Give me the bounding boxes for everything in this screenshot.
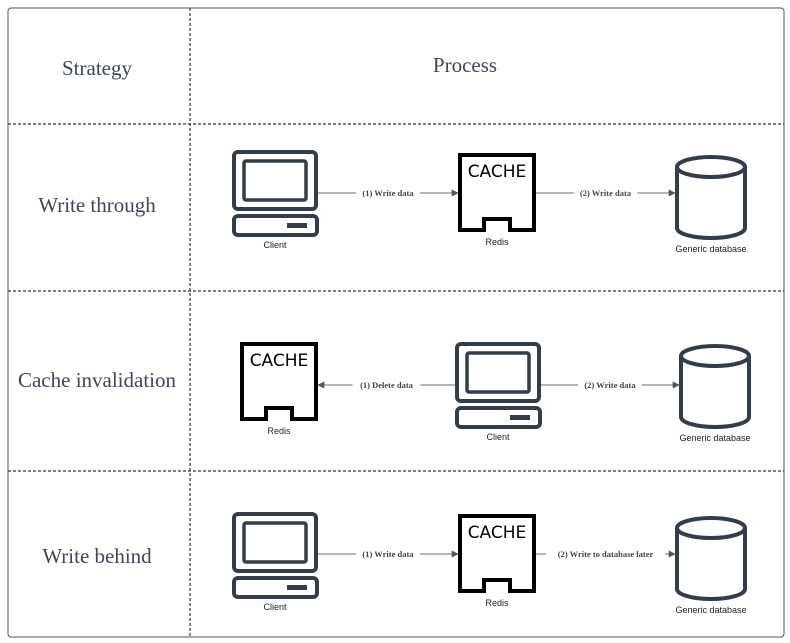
edge-label-bg: [352, 379, 421, 390]
database-icon: [675, 516, 747, 601]
strategy-label: Cache invalidation: [18, 368, 177, 392]
client-icon: [232, 150, 319, 237]
node-label: Redis: [485, 598, 509, 608]
node-label: Client: [263, 240, 287, 250]
edge-label-bg: [573, 187, 638, 198]
edge-label: (2) Write to database later: [558, 549, 654, 559]
node-label: Generic database: [675, 244, 746, 254]
edge-label: (2) Write data: [580, 188, 632, 198]
node-label: Generic database: [679, 433, 750, 443]
edge-label: (2) Write data: [584, 380, 636, 390]
cache-icon-text: CACHE: [250, 351, 309, 371]
cache-icon: CACHE: [240, 342, 318, 421]
edge-label: (1) Write data: [362, 188, 414, 198]
cache-icon: CACHE: [458, 514, 536, 593]
header-strategy: Strategy: [62, 56, 132, 80]
edge-label-bg: [356, 548, 420, 559]
client-icon: [232, 512, 319, 599]
edge-label-bg: [578, 379, 642, 390]
node-label: Client: [263, 602, 287, 612]
node-label: Redis: [485, 237, 509, 247]
edge-label: (1) Write data: [362, 549, 414, 559]
node-label: Client: [486, 432, 510, 442]
edge-label-bg: [546, 548, 665, 559]
table-frame: [7, 7, 785, 638]
node-label: Redis: [267, 426, 291, 436]
strategy-label: Write through: [38, 193, 156, 217]
header-process: Process: [433, 53, 497, 77]
strategy-label: Write behind: [42, 544, 152, 568]
database-icon: [679, 344, 751, 429]
edge-label: (1) Delete data: [360, 380, 414, 390]
node-label: Generic database: [675, 605, 746, 615]
cache-icon: CACHE: [458, 153, 536, 232]
cache-icon-text: CACHE: [468, 162, 527, 182]
edge-label-bg: [356, 187, 420, 198]
database-icon: [675, 155, 747, 240]
client-icon: [455, 342, 542, 429]
cache-icon-text: CACHE: [468, 523, 527, 543]
